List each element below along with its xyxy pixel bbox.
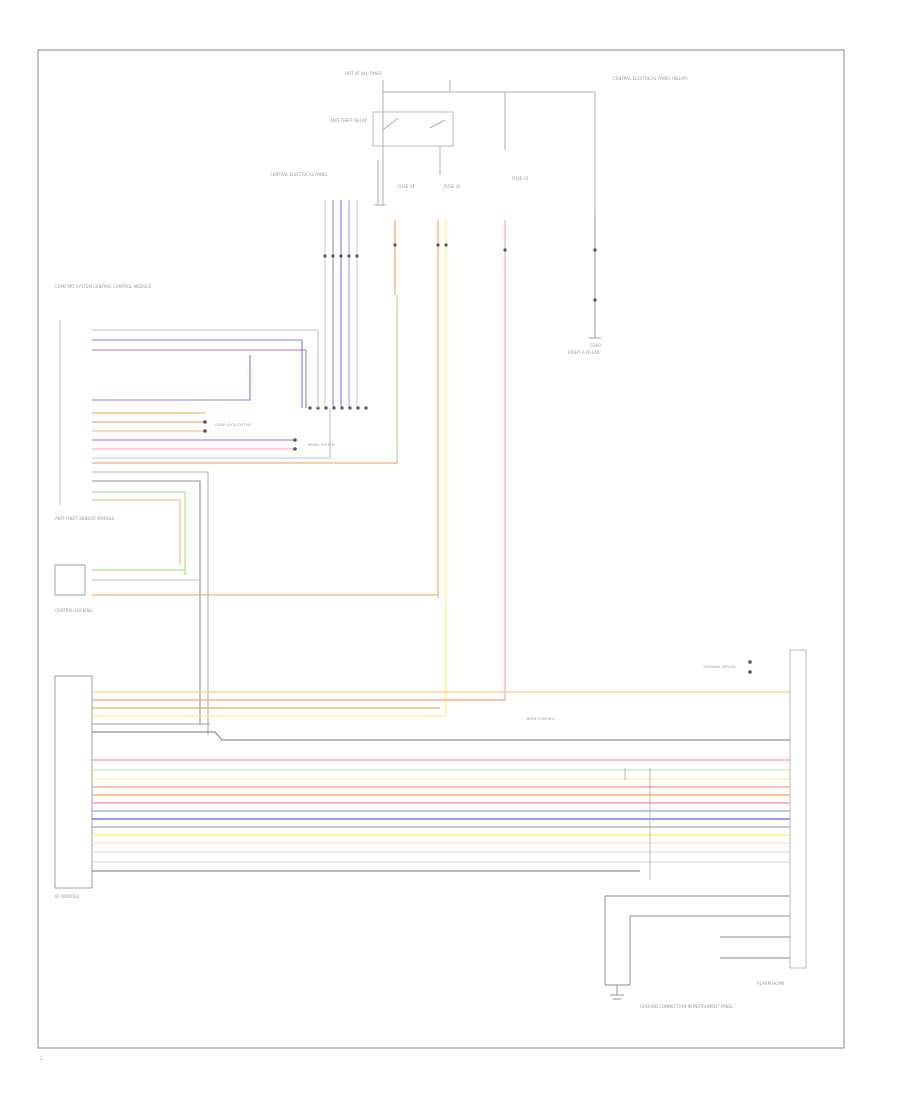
bottom-module-label: BT MODULE	[55, 894, 79, 899]
fuse-label-1: FUSE 34	[398, 184, 415, 189]
ground-top-sub: RIGHT A-PILLAR	[568, 350, 600, 355]
diagram-frame	[37, 49, 845, 1049]
connector-label-2: BRAKE SYSTEM	[308, 443, 335, 447]
central-elec-right-label: CENTRAL ELECTRICAL PANEL (RELAY)	[613, 76, 688, 81]
right-connector-label: TERMINAL (RELAY)	[702, 665, 736, 669]
right-connector-arrows	[748, 660, 752, 674]
bottom-right-wires	[604, 895, 790, 985]
ground-top-label: G300	[590, 343, 601, 348]
central-elec-label: CENTRAL ELECTRICAL PANEL	[270, 172, 329, 177]
antitheft-sensor-box	[54, 564, 86, 596]
left-horizontal-wires	[92, 329, 438, 735]
connector-label-1: DOOR LOCK SYSTEM	[215, 423, 251, 427]
fuse-label-2: FUSE 45	[444, 184, 461, 189]
security-ground-label: BODY CONTROL	[527, 717, 555, 721]
top-power-section	[372, 80, 596, 215]
connector-arrows	[203, 420, 297, 451]
top-fuse-label: HOT AT ALL TIMES	[345, 71, 382, 76]
ground-top	[589, 330, 601, 339]
wire-connector-dots	[308, 243, 597, 410]
page-number: 2	[40, 1056, 43, 1061]
bottom-ground-label: GROUND CONNECTION IN INSTRUMENT PANEL	[640, 1004, 734, 1009]
right-module-label: ALARM HORN	[757, 981, 784, 986]
fuse-group: FUSE 34 FUSE 45 FUSE 21	[398, 176, 529, 189]
antitheft-sensor-label: ANTI-THEFT SENSOR MODULE	[55, 516, 115, 521]
comfort-module-label: COMFORT SYSTEM CENTRAL CONTROL MODULE	[55, 284, 152, 289]
right-module-box	[789, 649, 807, 969]
vertical-wires	[324, 200, 596, 715]
bottom-ground-symbol	[605, 984, 630, 1000]
bottom-bus-wires	[92, 691, 790, 872]
fuse-label-3: FUSE 21	[512, 176, 529, 181]
antitheft-relay-label: ANTI-THEFT RELAY	[330, 118, 367, 123]
bottom-module-box	[54, 675, 93, 889]
central-lock-label: CENTRAL LOCKING	[55, 608, 93, 613]
